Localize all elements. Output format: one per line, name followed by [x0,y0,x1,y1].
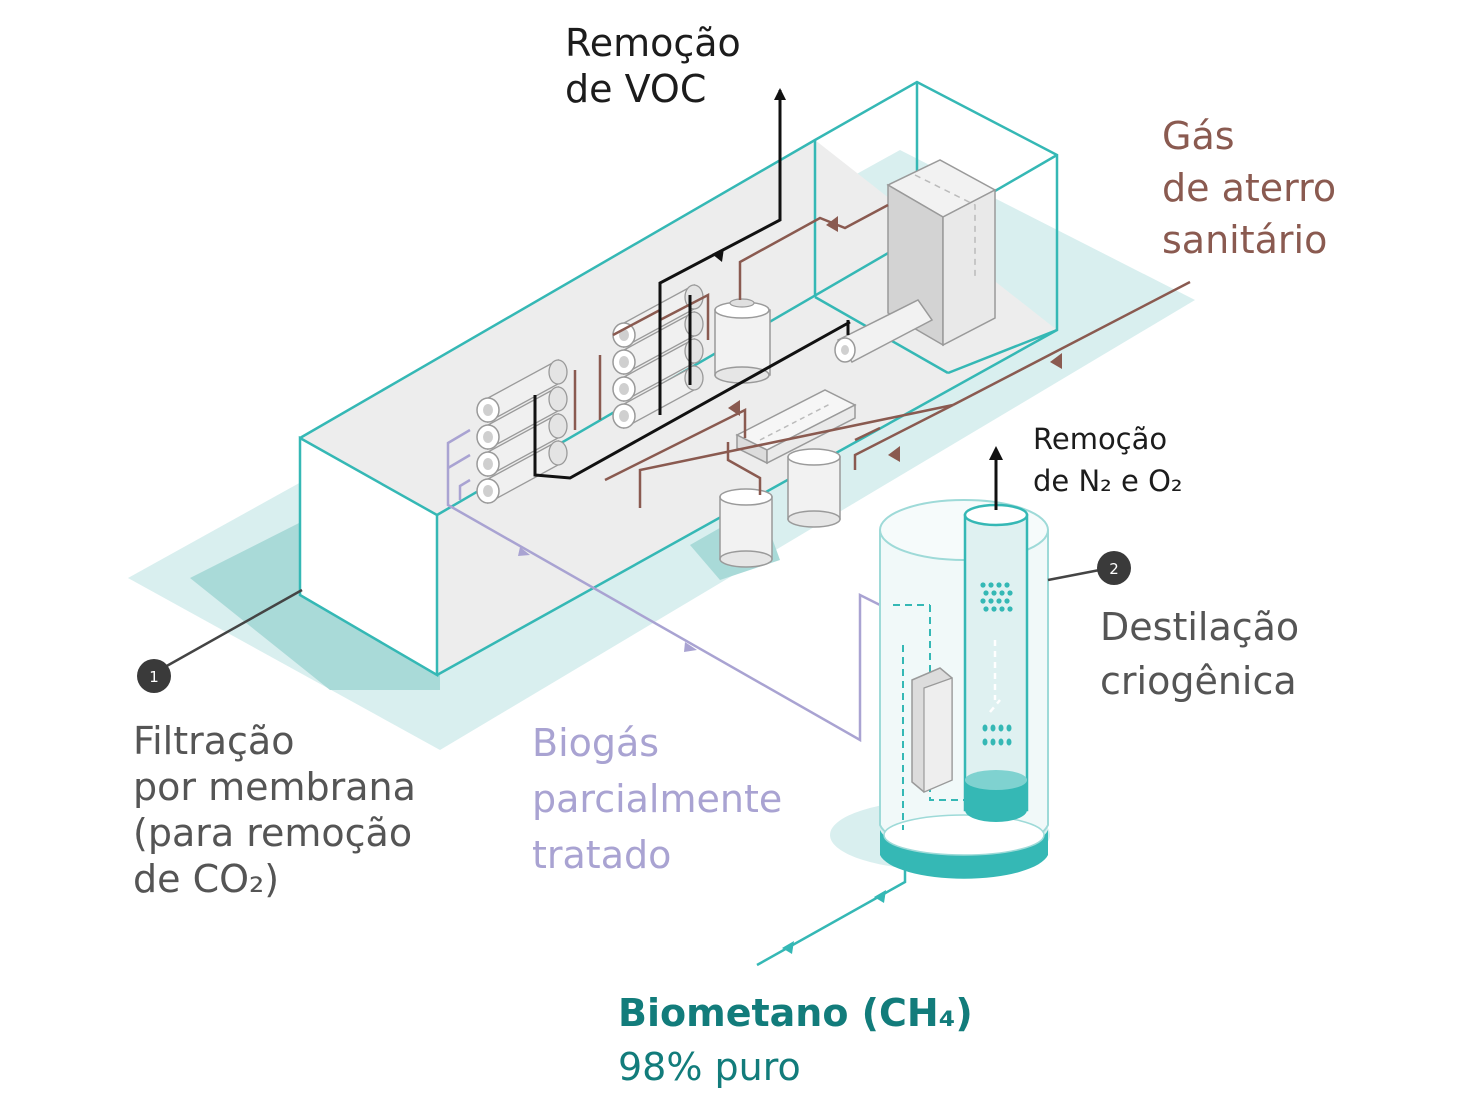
vapor-dot [983,590,989,596]
membrane-line-1: Filtração [133,719,295,763]
voc-tank [714,298,771,384]
vapor-dot [980,598,986,604]
voc-arrows [712,88,786,262]
voc-line-2: de VOC [565,67,707,111]
horizontal-tank [834,299,934,363]
liquid-droplet [1006,738,1012,746]
voc-line-1: Remoção [565,21,741,65]
badge-1: 1 [137,659,171,693]
membrane-line-3: (para remoção [133,811,413,855]
heat-exchanger [886,159,997,347]
membrane-module [476,385,568,451]
membrane-line-2: por membrana [133,765,416,809]
cryogenic-distillation-label: Destilação criogênica [1100,600,1299,708]
membrane-module [476,358,568,424]
vapor-dot [980,582,986,588]
vapor-dot [991,606,997,612]
landfill-gas-label: Gás de aterro sanitário [1162,110,1336,266]
biomethane-label: Biometano (CH₄) 98% puro [618,986,973,1094]
vapor-dots [980,582,1013,746]
n2o2-removal-label: Remoção de N₂ e O₂ [1033,418,1183,502]
vapor-dot [999,606,1005,612]
biomethane-title: Biometano (CH₄) [618,991,973,1035]
n2o2-line-1: Remoção [1033,422,1168,456]
vapor-dot [1004,582,1010,588]
vapor-dot [983,606,989,612]
biogas-line-3: tratado [532,833,672,877]
biomethane-purity: 98% puro [618,1045,801,1089]
landfill-line-2: de aterro [1162,166,1337,210]
biomethane-pipe [756,862,907,967]
vapor-dot [996,582,1002,588]
liquid-droplet [998,724,1004,732]
vapor-dot [1004,598,1010,604]
landfill-line-1: Gás [1162,114,1235,158]
n2o2-line-2: de N₂ e O₂ [1033,464,1183,498]
liquid-droplet [982,738,988,746]
svg-text:2: 2 [1109,560,1119,578]
cryogenic-column [879,499,1049,879]
badge-2: 2 [1097,551,1131,585]
biogas-line-1: Biogás [532,721,660,765]
landfill-gas-arrows [728,216,1062,462]
landfill-gas-pipes [573,203,1191,508]
voc-removal-label: Remoção de VOC [565,20,741,112]
liquid-droplet [998,738,1004,746]
biogas-pipes [446,428,881,743]
cryogenic-line-2: criogênica [1100,659,1297,703]
liquid-droplet [982,724,988,732]
compressor-tanks [719,448,841,568]
membrane-filtration-label: Filtração por membrana (para remoção de … [133,718,416,902]
liquid-droplet [1006,724,1012,732]
biomethane-arrows [782,890,886,954]
vapor-dot [988,582,994,588]
vapor-dot [1007,590,1013,596]
landfill-line-3: sanitário [1162,218,1328,262]
vapor-dot [988,598,994,604]
liquid-droplet [990,738,996,746]
svg-text:1: 1 [149,668,159,686]
membrane-module [476,412,568,478]
vapor-dot [1007,606,1013,612]
cryogenic-line-1: Destilação [1100,605,1300,649]
biogas-label: Biogás parcialmente tratado [532,715,782,883]
biogas-arrows [518,547,697,652]
biogas-line-2: parcialmente [532,777,783,821]
vapor-dot [991,590,997,596]
vapor-dot [999,590,1005,596]
membrane-line-4: de CO₂) [133,857,280,901]
container-floor [300,140,1057,675]
liquid-droplet [990,724,996,732]
vapor-dot [996,598,1002,604]
n2o2-exhaust [989,446,1003,510]
